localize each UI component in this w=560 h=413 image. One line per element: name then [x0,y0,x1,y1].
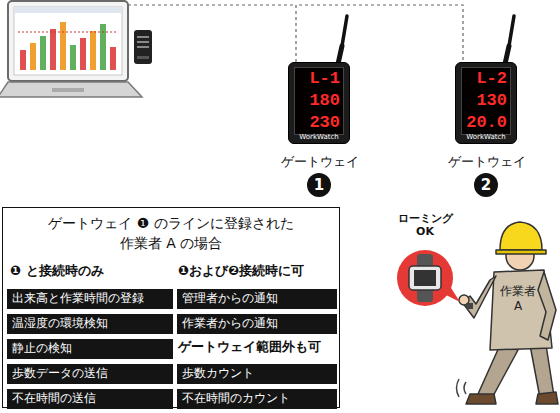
feature-text: 歩数カウント [177,364,337,382]
brand-mark: WorkWatch [289,133,349,141]
feature-table: 出来高と作業時間の登録管理者からの通知温湿度の環境検知作業者からの通知静止の検知… [2,207,340,408]
feature-bar: 管理者からの通知 [177,289,337,309]
roaming-note: ローミング OK [390,212,460,238]
display-reading: 130 [462,90,510,112]
network-connector [296,5,463,62]
display-reading: L-2 [462,68,510,90]
column-header: ゲートウェイ範囲外も可 [178,339,321,355]
feature-text: 温湿度の環境検知 [7,314,173,332]
feature-text: 不在時間のカウント [177,389,337,407]
table-title: ゲートウェイ ❶ のラインに登録された 作業者 A の場合 [31,213,311,253]
feature-text: 作業者からの通知 [177,314,337,332]
laptop [0,1,142,97]
callout-number: 1 [307,173,331,197]
worker-figure [459,222,558,404]
worker-name: 作業者 A [498,284,538,314]
gateway-device: L-213020.0WorkWatchゲートウェイ [455,62,517,144]
feature-text: 出来高と作業時間の登録 [7,289,173,307]
feature-text: 歩数データの送信 [7,364,173,382]
gateway-screen: L-213020.0 [461,67,511,135]
display-reading: 180 [295,90,343,112]
callout-number: 2 [474,173,498,197]
display-reading: 230 [295,112,343,134]
network-line [128,4,296,5]
feature-text: 静止の検知 [7,339,173,357]
feature-bar: 歩数カウント [177,364,337,384]
feature-bar: 静止の検知 [7,339,173,359]
gateway-screen: L-1180230 [294,67,344,135]
watch-bubble [397,250,460,306]
column-header: ❶および❷接続時に可 [178,263,304,279]
sensor-device [134,30,152,64]
display-reading: L-1 [295,68,343,90]
feature-bar: 歩数データの送信 [7,364,173,384]
device-label: ゲートウェイ [264,153,376,171]
device-label: ゲートウェイ [431,153,543,171]
feature-bar: 不在時間のカウント [177,389,337,409]
feature-bar: 出来高と作業時間の登録 [7,289,173,309]
feature-text: 不在時間の送信 [7,389,173,407]
feature-bar: 作業者からの通知 [177,314,337,334]
display-reading: 20.0 [462,112,510,134]
feature-bar: 不在時間の送信 [7,389,173,409]
motion-marks [457,379,467,397]
gateway-device: L-1180230WorkWatchゲートウェイ [288,62,350,144]
column-header: ❶ と接続時のみ [10,263,104,279]
feature-bar: 温湿度の環境検知 [7,314,173,334]
feature-text: 管理者からの通知 [177,289,337,307]
brand-mark: WorkWatch [456,133,516,141]
antenna [338,16,514,64]
